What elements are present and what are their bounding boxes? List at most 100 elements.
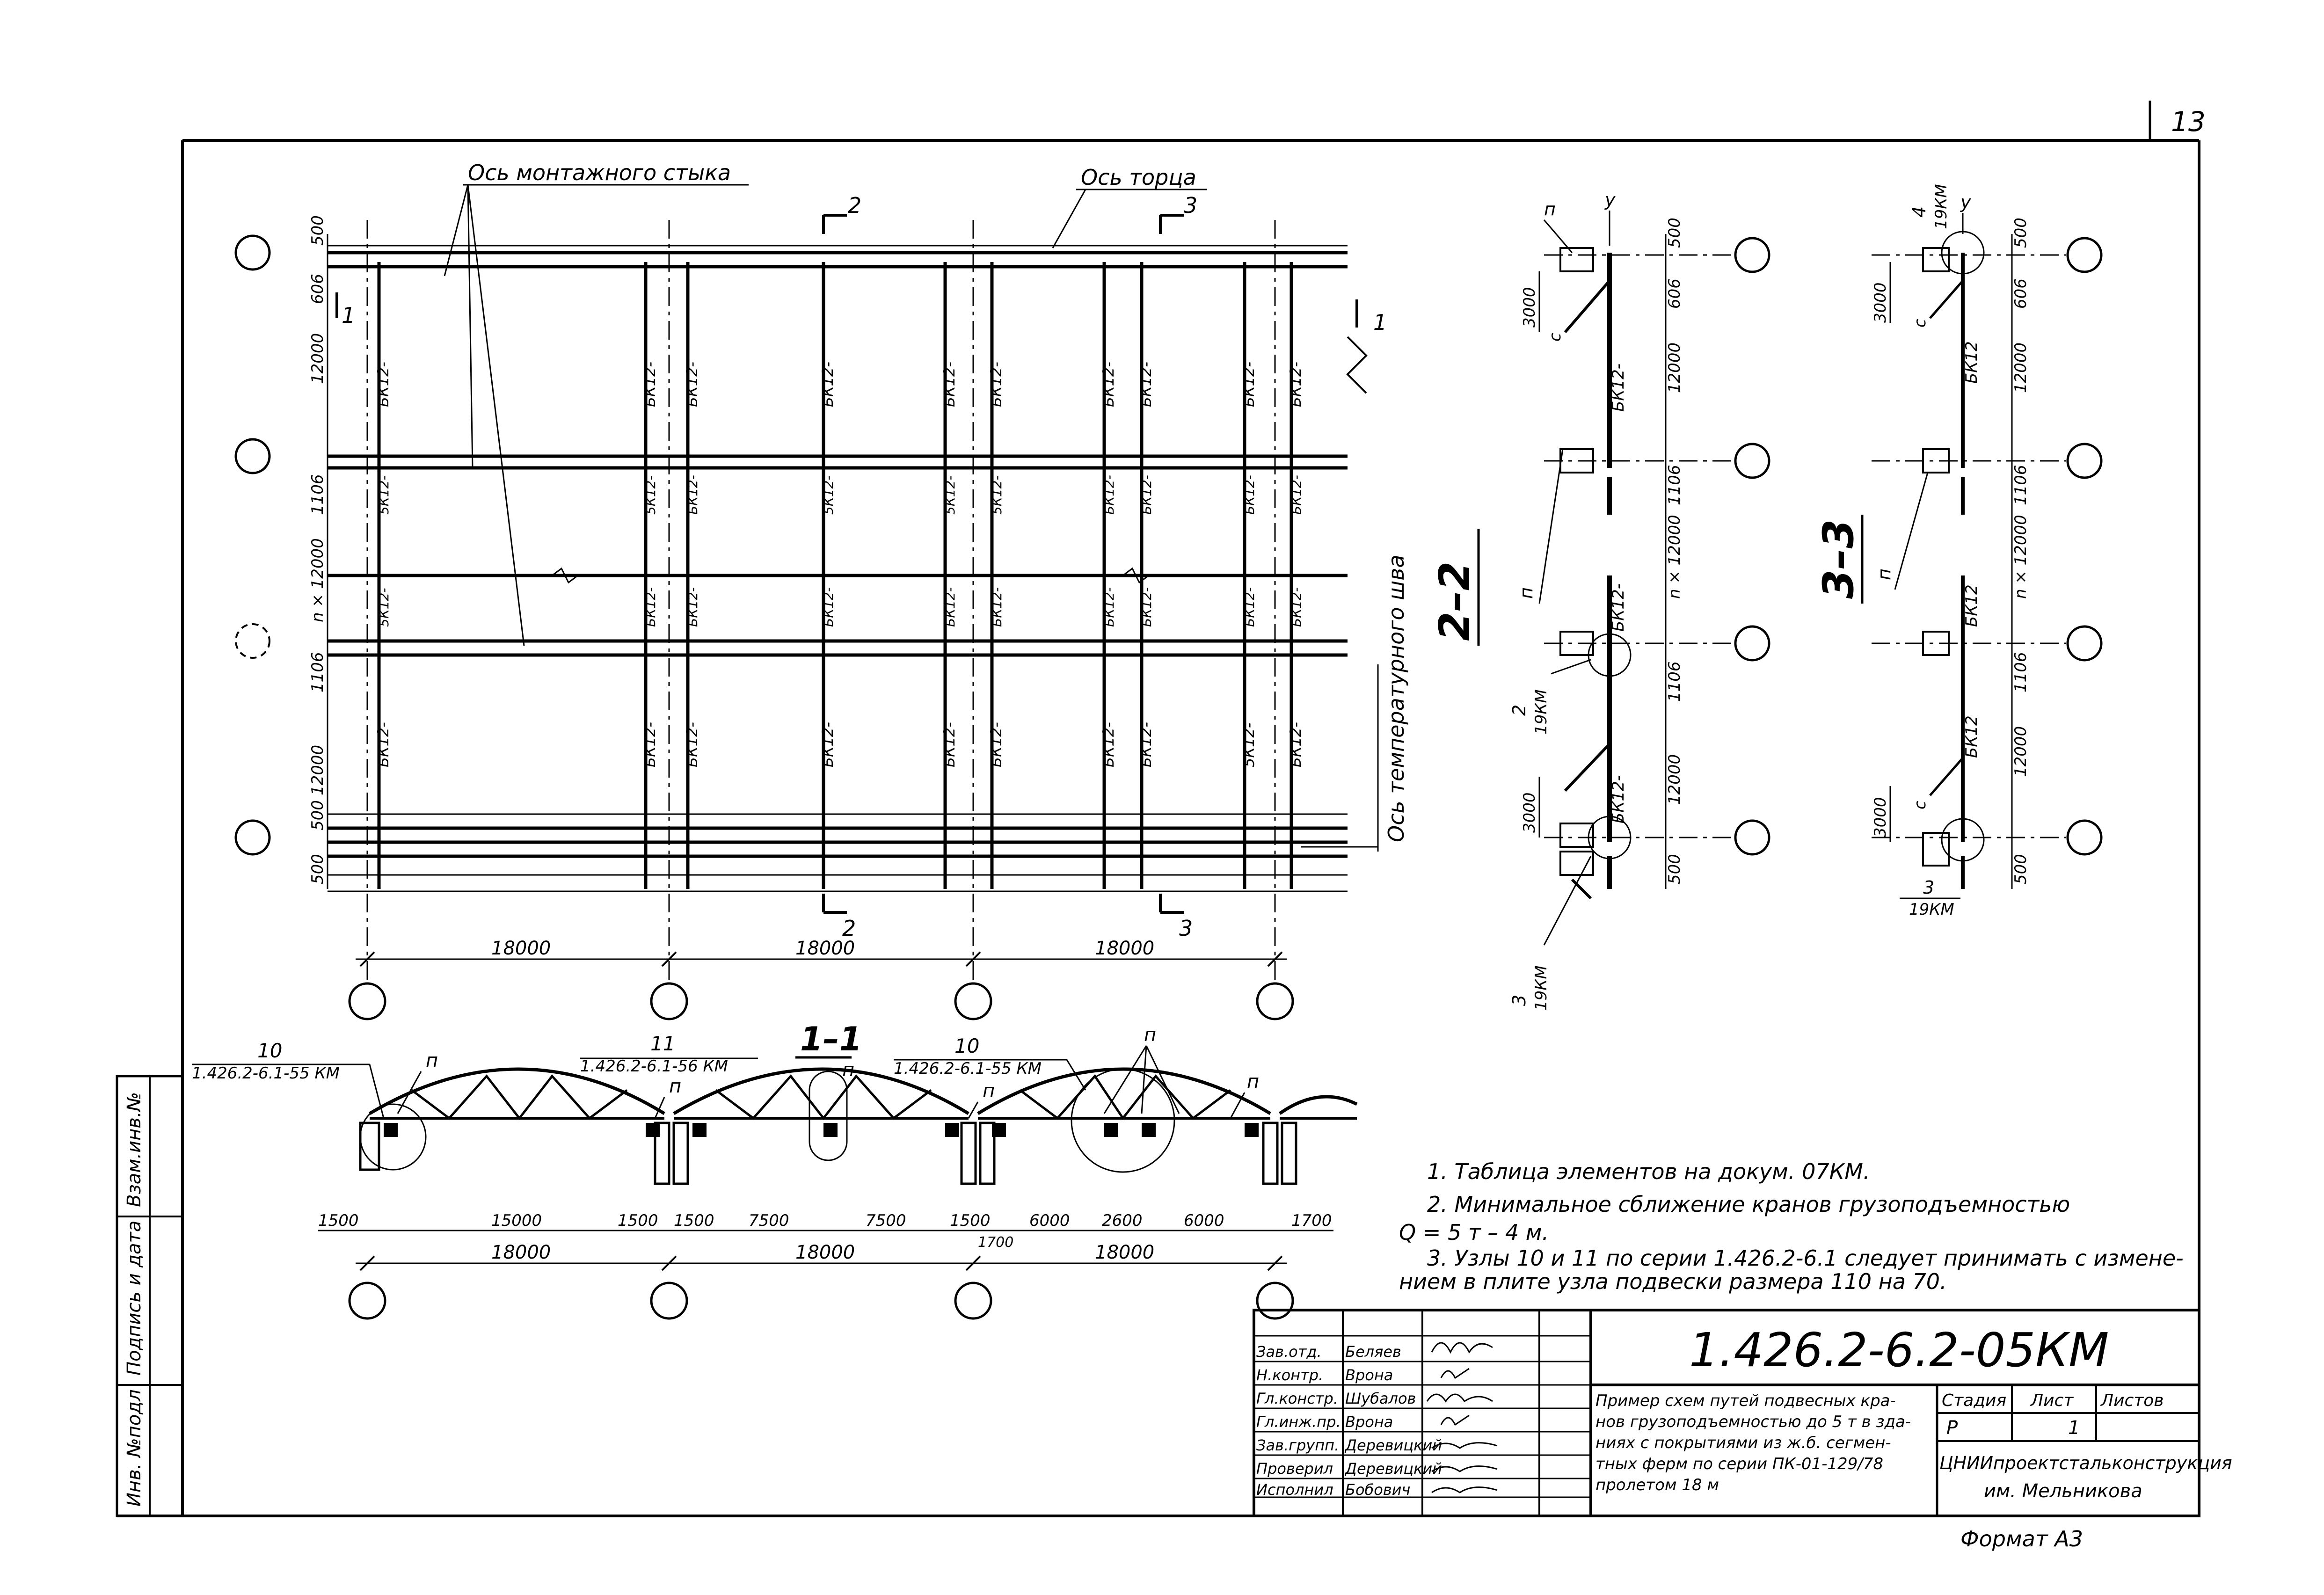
beam-label: БК12- [1242,475,1257,515]
label-p: п [1144,1024,1156,1046]
dim-3000: 3000 [1520,792,1539,833]
dim-12000: 12000 [308,745,327,795]
beam-label: БК12- [1100,362,1117,407]
stage-header: Стадия [1942,1391,2006,1410]
dim: 12000 [2011,726,2030,777]
dim: 12000 [2011,342,2030,393]
beam-label: 5К12- [989,476,1005,515]
label-p: п [669,1076,681,1097]
callout-3: 3 [1509,995,1530,1006]
beam-label: БК12- [683,362,701,407]
beam-label: БК12- [1137,362,1155,407]
node-10-doc: 1.426.2-6.1-55 КМ [192,1064,340,1083]
label-p: п [1516,587,1537,599]
callout-3-doc: 19КМ [1909,900,1954,919]
dim: 1500 [950,1211,991,1230]
name: Деревицкий [1344,1436,1442,1454]
beam-label: БК12- [685,475,700,515]
dim-18000: 18000 [491,938,551,959]
note-2: 2. Минимальное сближение кранов грузопод… [1427,1192,2070,1217]
dim-606: 606 [308,274,327,304]
dim-18000: 18000 [1095,938,1154,959]
beam-label: БК12- [821,587,836,627]
dim-3000: 3000 [1520,287,1539,328]
callout-2: 2 [1509,705,1530,716]
beam-label: БК12- [641,362,659,407]
beam-label: БК12- [1242,587,1257,627]
dim: 1700 [1291,1211,1332,1230]
dim: 6000 [1029,1211,1070,1230]
role: Гл.констр. [1256,1390,1338,1407]
callout-2-doc: 19КМ [1532,689,1551,735]
axis-bubble [650,1282,688,1320]
label-p: п [1874,568,1894,580]
dim: 1106 [2011,652,2030,692]
dim: 2600 [1102,1211,1143,1230]
title-block: Зав.отд. Беляев Н.контр. Врона Гл.констр… [1253,1309,2232,1517]
axis-bubble [1256,982,1294,1020]
section-2-2: п у с п БК12- БК12- БК12- 2–2 500 606 12… [1430,189,1770,1011]
axis-joint-label: Ось монтажного стыка [468,160,731,185]
stamp-vzam-inv: Взам.инв.№ [124,1092,145,1207]
note-3-cont: нием в плите узла подвески размера 110 н… [1399,1269,1947,1294]
axis-bubble [1734,443,1770,479]
sheet-value: 1 [2068,1417,2080,1439]
dim-500: 500 [308,854,327,884]
role: Н.контр. [1256,1366,1323,1384]
axis-bubble [1734,625,1770,662]
beam-label: БК12 [1962,584,1981,627]
dim: 606 [1665,278,1684,309]
org-name-2: им. Мельникова [1984,1480,2142,1502]
axis-bubble [234,234,271,271]
stamp-signature-date: Подпись и дата [124,1221,145,1376]
beam-label: 5К12- [821,476,836,515]
doc-code: 1.426.2-6.2-05КМ [1689,1323,2109,1377]
sheet-number: 13 [2171,106,2206,138]
dim-3000: 3000 [1871,797,1890,838]
callout-3-doc: 19КМ [1532,965,1551,1011]
section-marker-2: 2 [848,193,861,218]
section-marker-1: 1 [1373,310,1387,335]
beam-label: БК12- [940,722,958,767]
role: Зав.групп. [1256,1436,1339,1454]
description-line: Пример схем путей подвесных кра- [1595,1391,1896,1410]
name: Деревицкий [1344,1460,1442,1478]
signature-scribbles [1426,1342,1498,1493]
dim-500: 500 [308,215,327,246]
beam-label: 5К12- [1240,723,1258,767]
note-1: 1. Таблица элементов на докум. 07КМ. [1427,1159,1870,1184]
beam-label: БК12- [1287,722,1304,767]
label-p: п [1247,1071,1259,1092]
axis-bubble [650,982,688,1020]
beam-label: БК12- [641,722,659,767]
description-line: нов грузоподъемностью до 5 т в зда- [1595,1413,1911,1431]
section-marker-1: 1 [342,303,355,328]
notes: 1. Таблица элементов на докум. 07КМ. 2. … [1399,1159,2184,1294]
dim: 7500 [749,1211,789,1230]
dim-18000: 18000 [795,1242,855,1263]
beam-label: БК12- [685,587,700,627]
role: Проверил [1256,1460,1333,1478]
label-u: у [1604,189,1616,210]
stamp-inv-podl: Инв. №подл [124,1389,145,1507]
dim: 500 [1665,854,1684,884]
beam-label: БК12- [1139,587,1154,627]
axis-bubble [348,1282,386,1320]
dim-1700: 1700 [978,1234,1013,1251]
label-p: п [426,1050,438,1071]
description-line: тных ферм по серии ПК-01-129/78 [1595,1455,1883,1473]
node-11-doc: 1.426.2-6.1-56 КМ [580,1057,728,1076]
beam-label: БК12- [987,362,1005,407]
beam-label: БК12- [374,362,392,407]
beam-label: БК12- [1101,587,1117,627]
side-stamp: Инв. №подл Подпись и дата Взам.инв.№ [116,1075,184,1517]
dim: 7500 [866,1211,906,1230]
label-c: с [1546,333,1565,342]
label-c: с [1911,801,1930,809]
node-10-label: 10 [257,1039,282,1062]
beam-label: БК12 [1962,715,1981,758]
axis-bubble [954,1282,992,1320]
axis-end-label: Ось торца [1081,165,1196,190]
section-2-title: 2–2 [1430,561,1479,641]
axis-bubble [234,438,271,474]
